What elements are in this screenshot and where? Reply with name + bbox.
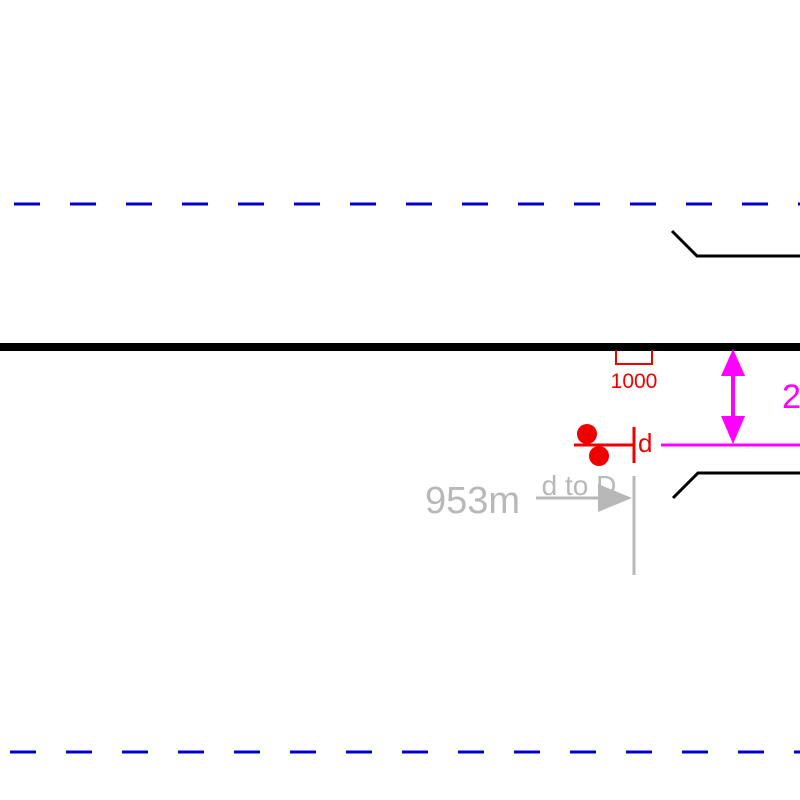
signal-name-label: d [638, 428, 652, 458]
distance-caption: d to D [542, 470, 617, 501]
clearance-arrow-down-head [721, 416, 745, 444]
signal-lamp-lower [589, 446, 609, 466]
clearance-value-label: 2 [782, 378, 800, 416]
signal-lamp-upper [577, 424, 597, 444]
lower-platform-edge [671, 471, 800, 500]
distance-arrow-head [598, 484, 632, 512]
clearance-arrow-up-head [721, 349, 745, 376]
signal-marker-label: 1000 [611, 370, 658, 393]
upper-platform-edge [670, 229, 800, 258]
signal-marker-bracket [615, 350, 653, 365]
distance-value: 953m [425, 480, 520, 522]
